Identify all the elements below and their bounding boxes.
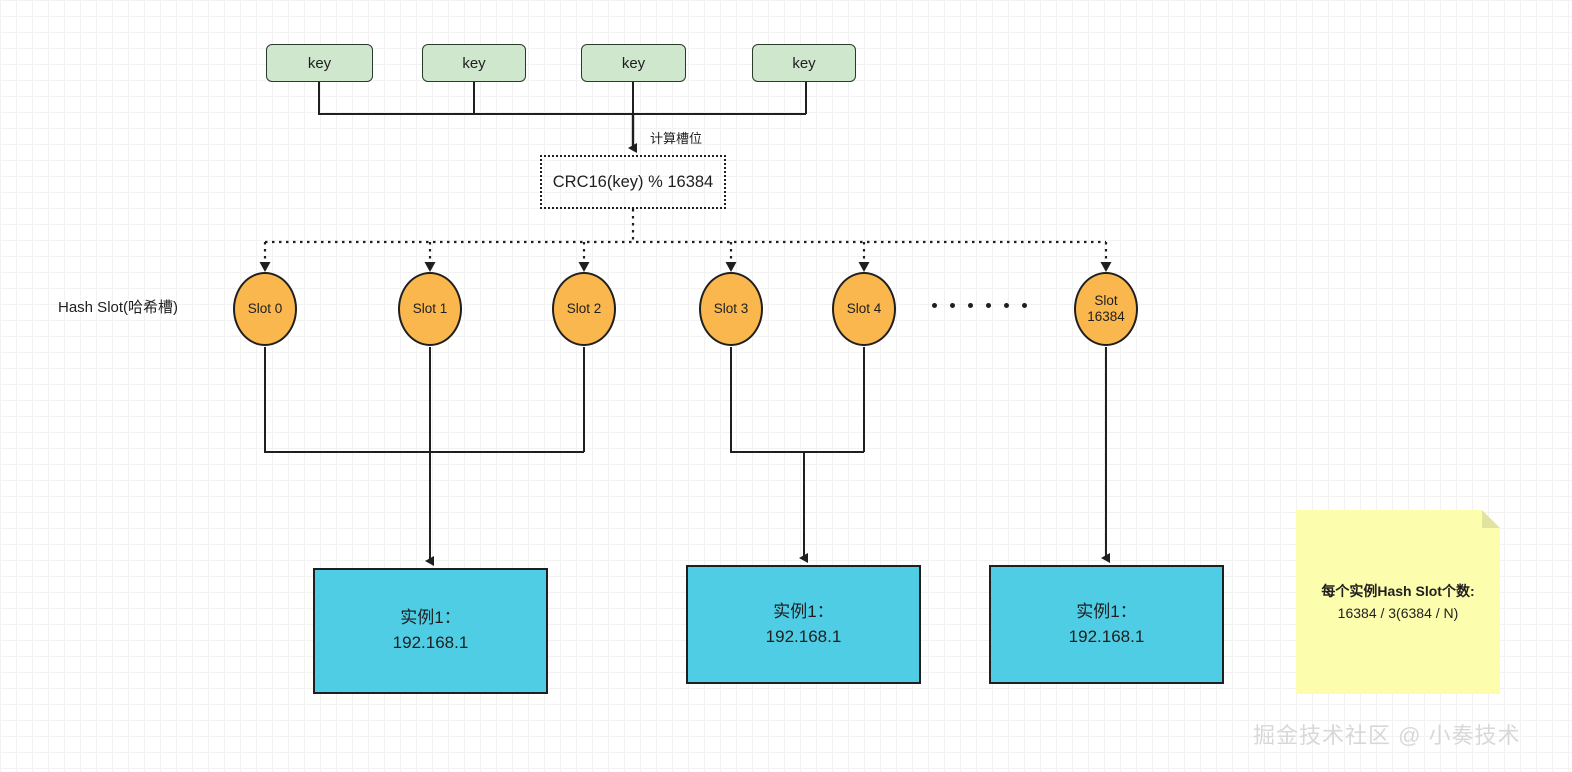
- slot-label-line1: Slot 0: [247, 301, 283, 317]
- sticky-note-fold-icon: [1482, 510, 1500, 528]
- instance-name: 实例1：: [1076, 601, 1137, 621]
- ellipsis-dot: [950, 303, 955, 308]
- instance-box-3[interactable]: 实例1： 192.168.1: [989, 565, 1224, 684]
- slot-node-1[interactable]: Slot 1: [398, 272, 462, 346]
- sticky-note[interactable]: 每个实例Hash Slot个数: 16384 / 3(6384 / N): [1296, 510, 1500, 694]
- ellipsis-dot: [968, 303, 973, 308]
- slot-label-line1: Slot 1: [412, 301, 448, 317]
- key-box-label: key: [792, 54, 816, 72]
- instance-ip: 192.168.1: [1068, 626, 1145, 646]
- instance-name: 实例1：: [773, 601, 834, 621]
- slot-node-3[interactable]: Slot 3: [699, 272, 763, 346]
- key-box-1[interactable]: key: [266, 44, 373, 82]
- instance-box-2[interactable]: 实例1： 192.168.1: [686, 565, 921, 684]
- key-box-label: key: [621, 54, 646, 72]
- slot-label-line1: Slot: [1094, 293, 1118, 309]
- watermark: 掘金技术社区 @ 小奏技术: [1253, 723, 1521, 748]
- crc16-formula-box[interactable]: CRC16(key) % 16384: [540, 155, 726, 209]
- slot-label-line1: Slot 3: [713, 301, 749, 317]
- ellipsis-dot: [986, 303, 991, 308]
- key-box-4[interactable]: key: [752, 44, 856, 82]
- instance-box-1[interactable]: 实例1： 192.168.1: [313, 568, 548, 694]
- sticky-note-line1: 每个实例Hash Slot个数:: [1321, 582, 1475, 599]
- slot-node-4[interactable]: Slot 4: [832, 272, 896, 346]
- slot-node-0[interactable]: Slot 0: [233, 272, 297, 346]
- slot-ellipsis-dots: [932, 303, 1027, 308]
- instance-ip: 192.168.1: [765, 626, 842, 646]
- key-box-label: key: [307, 54, 332, 72]
- key-box-3[interactable]: key: [581, 44, 686, 82]
- calc-slot-annotation: 计算槽位: [650, 131, 703, 146]
- instance-ip: 192.168.1: [392, 633, 469, 652]
- slot-node-2[interactable]: Slot 2: [552, 272, 616, 346]
- slot-label-line1: Slot 4: [846, 301, 882, 317]
- key-box-label: key: [462, 54, 486, 72]
- slot-node-16384[interactable]: Slot 16384: [1074, 272, 1138, 346]
- ellipsis-dot: [1004, 303, 1009, 308]
- ellipsis-dot: [932, 303, 937, 308]
- instance-name: 实例1：: [400, 608, 461, 628]
- ellipsis-dot: [1022, 303, 1027, 308]
- key-box-2[interactable]: key: [422, 44, 526, 82]
- crc16-formula-text: CRC16(key) % 16384: [552, 172, 714, 191]
- sticky-note-line2: 16384 / 3(6384 / N): [1337, 605, 1459, 621]
- hash-slot-row-label: Hash Slot(哈希槽): [58, 299, 179, 316]
- slot-label-line2: 16384: [1087, 309, 1125, 324]
- slot-label-line1: Slot 2: [566, 301, 602, 317]
